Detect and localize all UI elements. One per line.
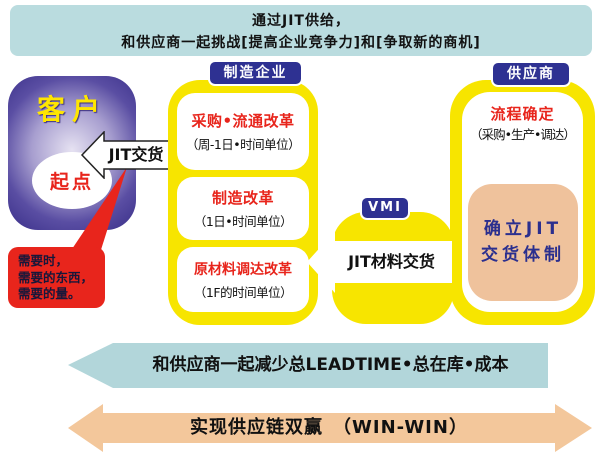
reform-box-procurement-title: 采购•流通改革 xyxy=(191,112,295,130)
top-banner: 通过JIT供给， 和供应商一起挑战[提高企业竞争力]和[争取新的商机] xyxy=(10,5,592,56)
jit-system-line2: 交货体制 xyxy=(481,244,565,265)
leadtime-arrow-label: 和供应商一起减少总LEADTIME•总在库•成本 xyxy=(152,355,509,375)
reform-box-procurement-subtitle: （周-1日•时间单位） xyxy=(185,137,301,152)
reform-box-manufacturing-title: 制造改革 xyxy=(211,189,274,207)
reform-box-manufacturing-subtitle: （1日•时间单位） xyxy=(193,214,293,229)
reform-box-procurement: 采购•流通改革 （周-1日•时间单位） xyxy=(177,93,309,170)
supplier-process-subtitle: （采购•生产•调达） xyxy=(470,127,576,142)
demand-line-3: 需要的量。 xyxy=(18,286,81,302)
leadtime-arrow-icon xyxy=(68,343,548,388)
supplier-header: 供应商 xyxy=(491,61,571,87)
vmi-label: VMI xyxy=(360,196,410,220)
jit-system-box: 确立JIT 交货体制 xyxy=(468,184,578,301)
customer-title: 客户 xyxy=(36,93,107,126)
top-banner-line2: 和供应商一起挑战[提高企业竞争力]和[争取新的商机] xyxy=(121,34,481,51)
winwin-arrow-label: 实现供应链双赢 （WIN-WIN） xyxy=(190,417,468,438)
winwin-arrow-icon xyxy=(68,404,592,452)
demand-line-1: 需要时， xyxy=(18,253,69,268)
origin-label: 起点 xyxy=(49,171,94,193)
speech-bubble-tail xyxy=(70,167,127,253)
top-banner-line1: 通过JIT供给， xyxy=(252,12,350,29)
reform-box-materials: 原材料调达改革 （1F的时间单位） xyxy=(177,247,309,312)
jit-material-label: JIT材料交货 xyxy=(348,252,435,271)
reform-box-materials-title: 原材料调达改革 xyxy=(194,261,292,278)
demand-line-2: 需要的东西， xyxy=(18,269,94,285)
supplier-process-title: 流程确定 xyxy=(490,105,555,123)
jit-system-line1: 确立JIT xyxy=(483,219,563,239)
reform-box-manufacturing: 制造改革 （1日•时间单位） xyxy=(177,177,309,240)
reform-box-materials-subtitle: （1F的时间单位） xyxy=(193,284,293,300)
manufacturer-header: 制造企业 xyxy=(208,60,303,86)
jit-delivery-label: JIT交货 xyxy=(108,145,164,164)
jit-material-arrow-icon xyxy=(307,231,452,293)
demand-bubble: 需要时， 需要的东西， 需要的量。 xyxy=(8,247,105,308)
jit-delivery-arrow-icon xyxy=(80,131,170,179)
